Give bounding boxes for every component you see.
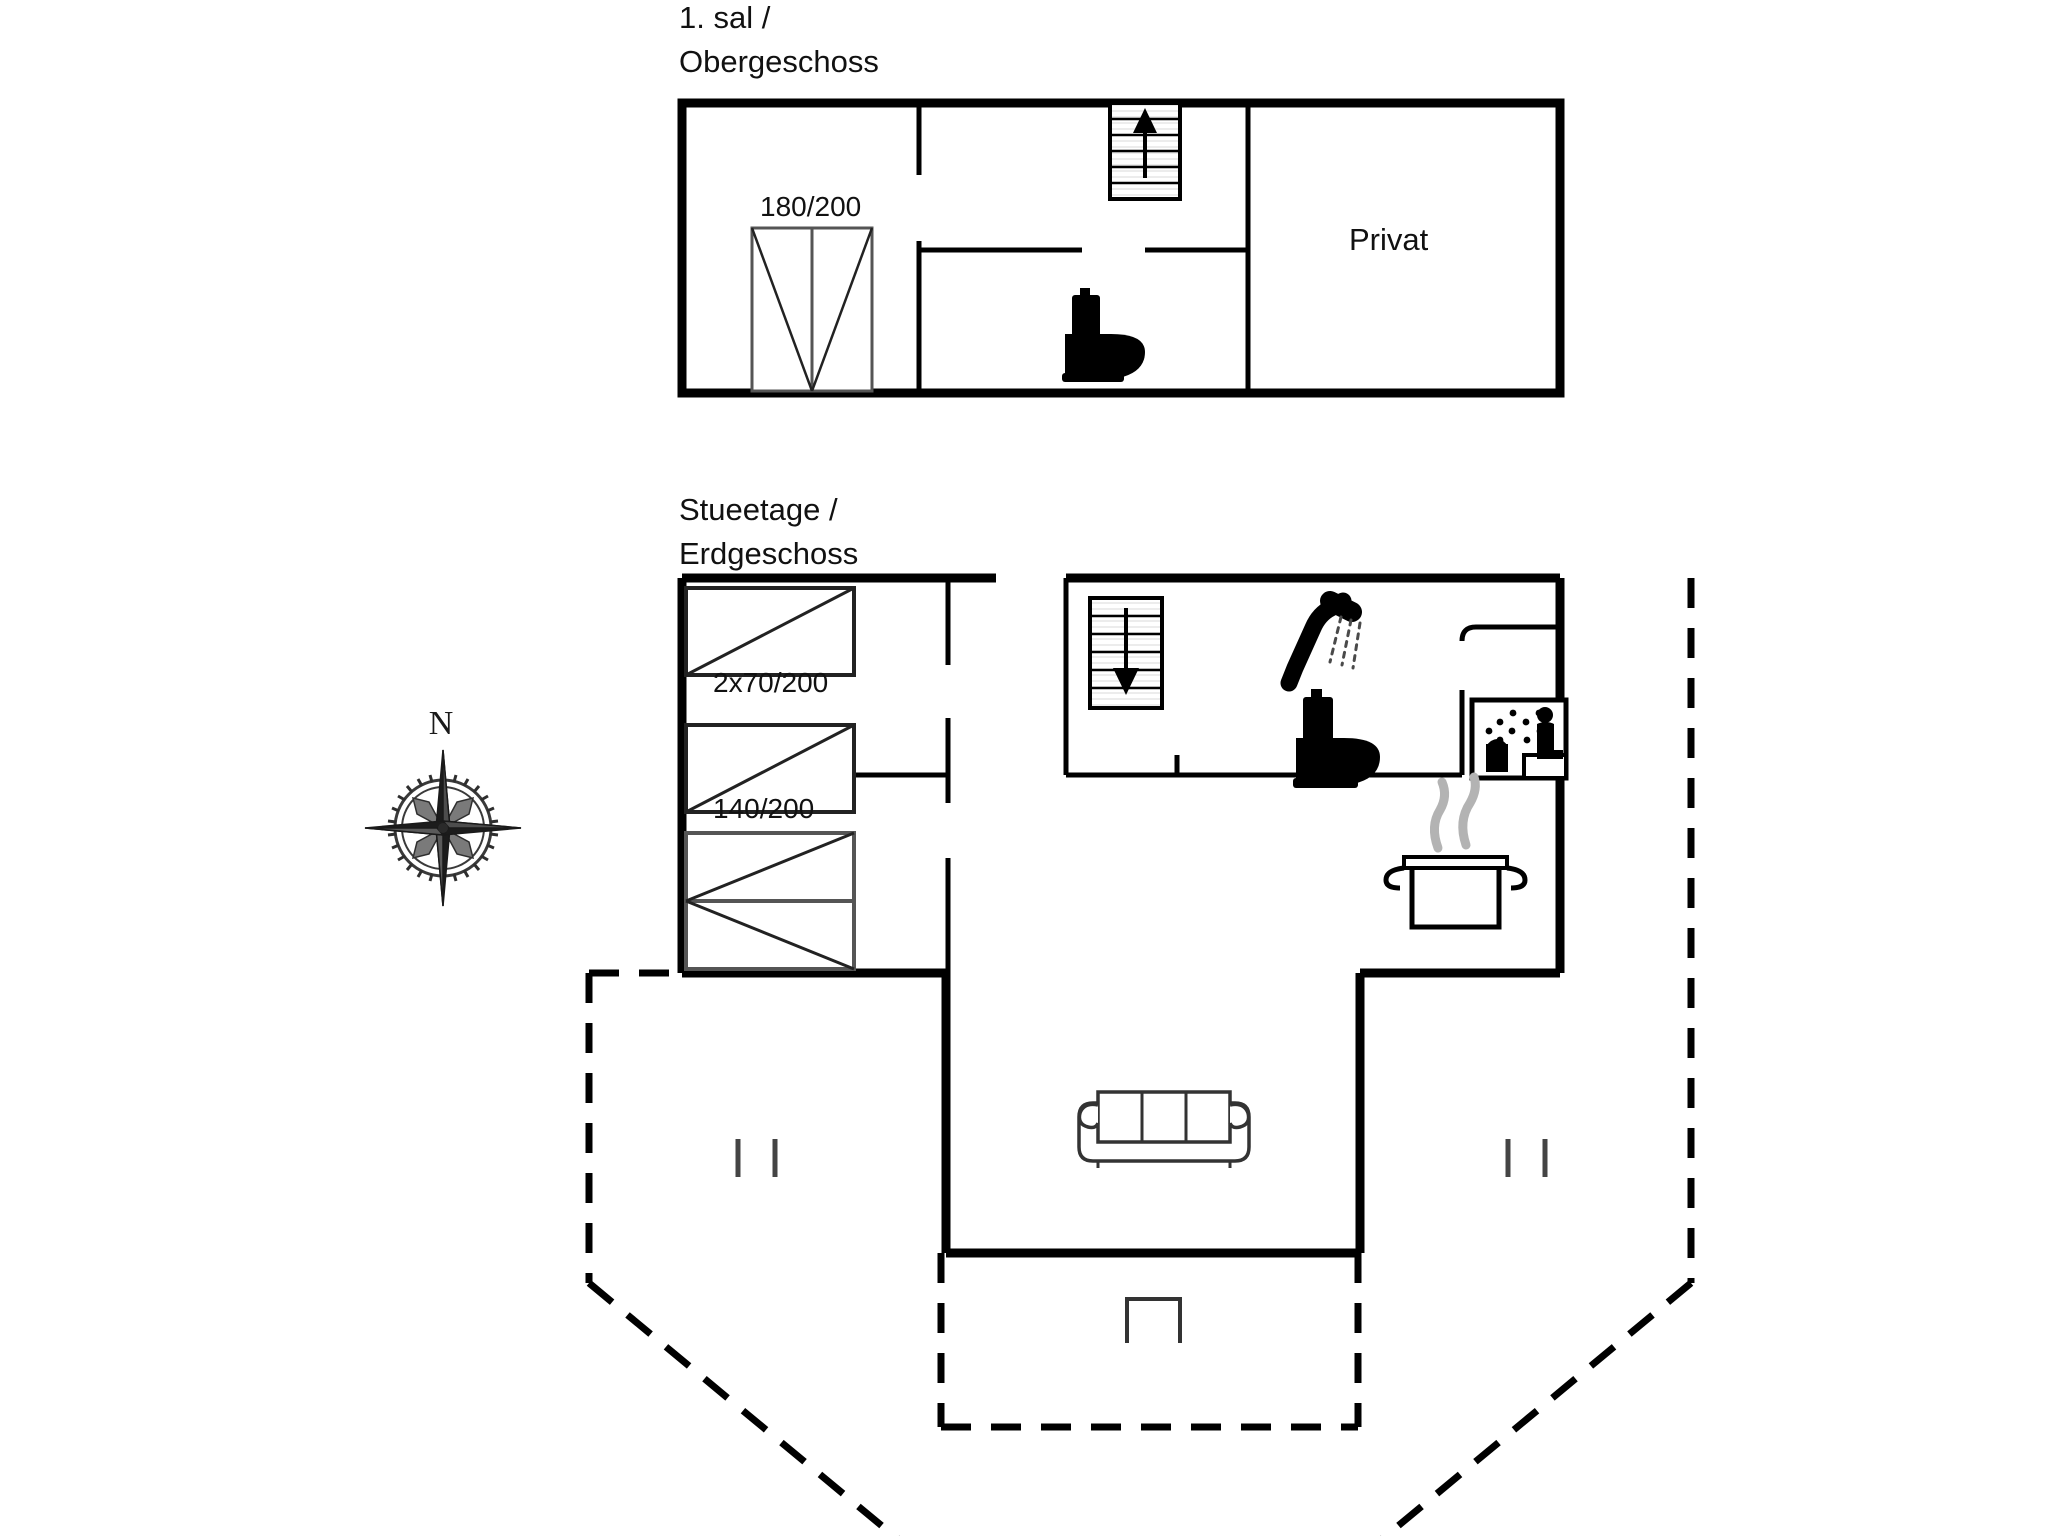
sofa-icon bbox=[1077, 1090, 1251, 1168]
upper-floor-title-line2: Obergeschoss bbox=[679, 44, 879, 79]
toilet-icon-ground bbox=[1293, 689, 1380, 788]
stairs-down-icon bbox=[1088, 596, 1164, 710]
cooking-pot-icon bbox=[1383, 772, 1528, 930]
upper-floor-interior-walls bbox=[916, 103, 1251, 393]
terrace-post-marks-left bbox=[735, 1139, 778, 1177]
double-bed-icon-140-200 bbox=[684, 831, 856, 971]
toilet-icon bbox=[1062, 288, 1145, 382]
compass-north-label: N bbox=[429, 705, 454, 742]
entrance-step-icon bbox=[1125, 1297, 1182, 1343]
terrace-post-marks-right bbox=[1505, 1139, 1548, 1177]
single-bed-icon-top bbox=[684, 586, 856, 677]
privat-room-label: Privat bbox=[1349, 222, 1429, 257]
bed-size-label-2x70: 2x70/200 bbox=[713, 667, 828, 698]
ground-floor-title-line1: Stueetage / bbox=[679, 492, 838, 527]
compass-rose: N bbox=[364, 705, 522, 907]
terrace-outline bbox=[585, 578, 1695, 1536]
stairs-up-icon bbox=[1108, 101, 1182, 201]
single-bed-icon-bottom bbox=[684, 723, 856, 814]
ground-floor-title-line2: Erdgeschoss bbox=[679, 536, 858, 571]
upper-floor-title-line1: 1. sal / bbox=[679, 0, 771, 35]
shower-icon bbox=[1280, 591, 1362, 692]
double-bed-icon-180-200 bbox=[750, 226, 874, 393]
bed-size-label-140: 140/200 bbox=[713, 793, 814, 824]
sauna-icon bbox=[1469, 697, 1569, 781]
south-terrace-outline bbox=[937, 1253, 1362, 1431]
ground-floor-plan: 2x70/200 140/200 bbox=[585, 573, 1695, 1536]
upper-bed-size-label: 180/200 bbox=[760, 191, 861, 222]
compass-rose-icon bbox=[364, 749, 522, 907]
upper-floor-plan: 180/200 Privat bbox=[677, 98, 1565, 398]
